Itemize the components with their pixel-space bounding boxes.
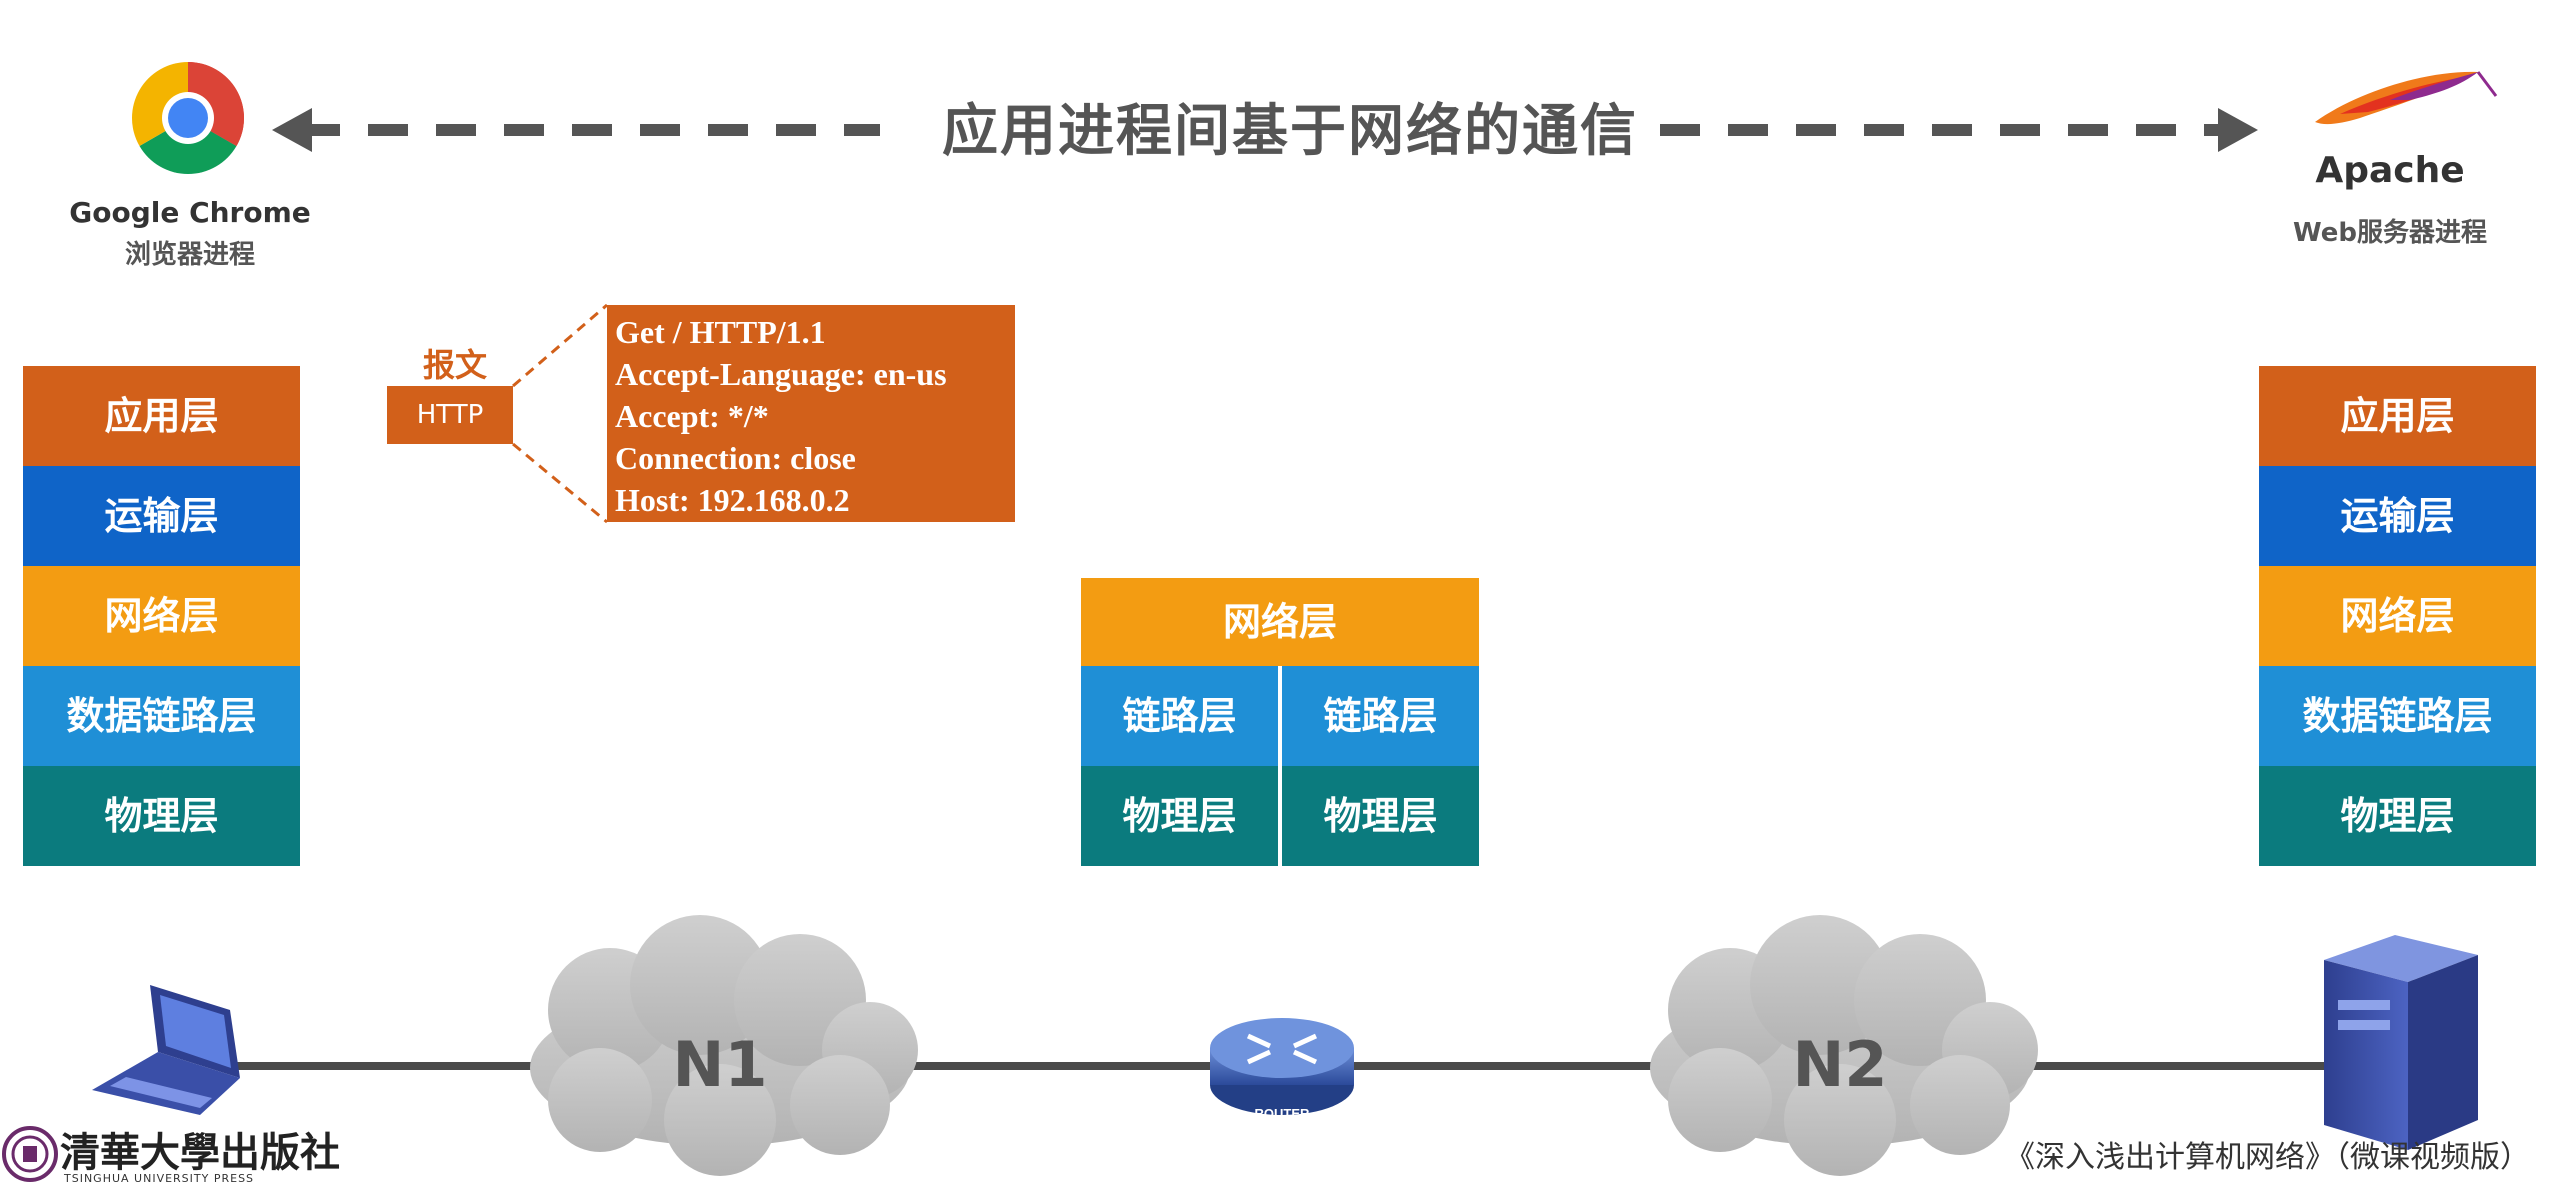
client-app-name: Google Chrome bbox=[69, 196, 311, 229]
page-title: 应用进程间基于网络的通信 bbox=[942, 99, 1638, 164]
message-label: 报文 bbox=[422, 346, 487, 384]
client-app-subtitle: 浏览器进程 bbox=[124, 240, 255, 270]
client-layer-application: 应用层 bbox=[23, 366, 300, 466]
cloud-n1 bbox=[530, 915, 918, 1176]
router-right-physical: 物理层 bbox=[1282, 766, 1479, 866]
http-header-connection: Connection: close bbox=[615, 440, 856, 476]
server-layer-physical: 物理层 bbox=[2259, 766, 2536, 866]
left-dashed-arrow bbox=[272, 108, 880, 152]
server-layer-application: 应用层 bbox=[2259, 366, 2536, 466]
router-right-datalink: 链路层 bbox=[1282, 666, 1479, 766]
client-layer-transport: 运输层 bbox=[23, 466, 300, 566]
publisher-name-en: TSINGHUA UNIVERSITY PRESS bbox=[64, 1172, 255, 1185]
server-layer-transport: 运输层 bbox=[2259, 466, 2536, 566]
router-icon: ROUTER bbox=[1210, 1018, 1354, 1121]
server-app-name: Apache bbox=[2315, 150, 2465, 191]
course-title: 《深入浅出计算机网络》（微课视频版） bbox=[2005, 1140, 2530, 1175]
server-protocol-stack: 应用层 运输层 网络层 数据链路层 物理层 bbox=[2259, 366, 2536, 866]
http-request-line: Get / HTTP/1.1 bbox=[615, 314, 826, 350]
client-protocol-stack: 应用层 运输层 网络层 数据链路层 物理层 bbox=[23, 366, 300, 866]
router-protocol-stack: 网络层 链路层 链路层 物理层 物理层 bbox=[1081, 578, 1479, 866]
router-layer-network: 网络层 bbox=[1081, 578, 1479, 666]
chrome-logo bbox=[131, 62, 245, 175]
http-header-accept-language: Accept-Language: en-us bbox=[615, 356, 947, 392]
client-layer-datalink: 数据链路层 bbox=[23, 666, 300, 766]
cloud-n2 bbox=[1650, 915, 2038, 1176]
client-layer-network: 网络层 bbox=[23, 566, 300, 666]
right-dashed-arrow bbox=[1660, 108, 2258, 152]
server-layer-network: 网络层 bbox=[2259, 566, 2536, 666]
http-message-box: Get / HTTP/1.1 Accept-Language: en-us Ac… bbox=[607, 305, 1015, 522]
http-header-accept: Accept: */* bbox=[615, 398, 769, 434]
server-layer-datalink: 数据链路层 bbox=[2259, 666, 2536, 766]
router-left-physical: 物理层 bbox=[1081, 766, 1278, 866]
tsinghua-seal-logo bbox=[2, 1126, 58, 1182]
publisher-name: 清華大學出版社 bbox=[60, 1129, 340, 1176]
laptop-icon bbox=[92, 985, 240, 1115]
network-n1-label: N1 bbox=[672, 1028, 768, 1101]
server-app-subtitle: Web服务器进程 bbox=[2293, 218, 2487, 248]
client-layer-physical: 物理层 bbox=[23, 766, 300, 866]
http-header-host: Host: 192.168.0.2 bbox=[615, 482, 850, 518]
message-connector bbox=[512, 303, 608, 524]
server-icon bbox=[2324, 935, 2478, 1150]
router-left-datalink: 链路层 bbox=[1081, 666, 1278, 766]
apache-feather-logo bbox=[2315, 71, 2498, 125]
router-label: ROUTER bbox=[1255, 1106, 1311, 1121]
network-n2-label: N2 bbox=[1792, 1028, 1888, 1101]
http-protocol-tag: HTTP bbox=[387, 386, 513, 444]
